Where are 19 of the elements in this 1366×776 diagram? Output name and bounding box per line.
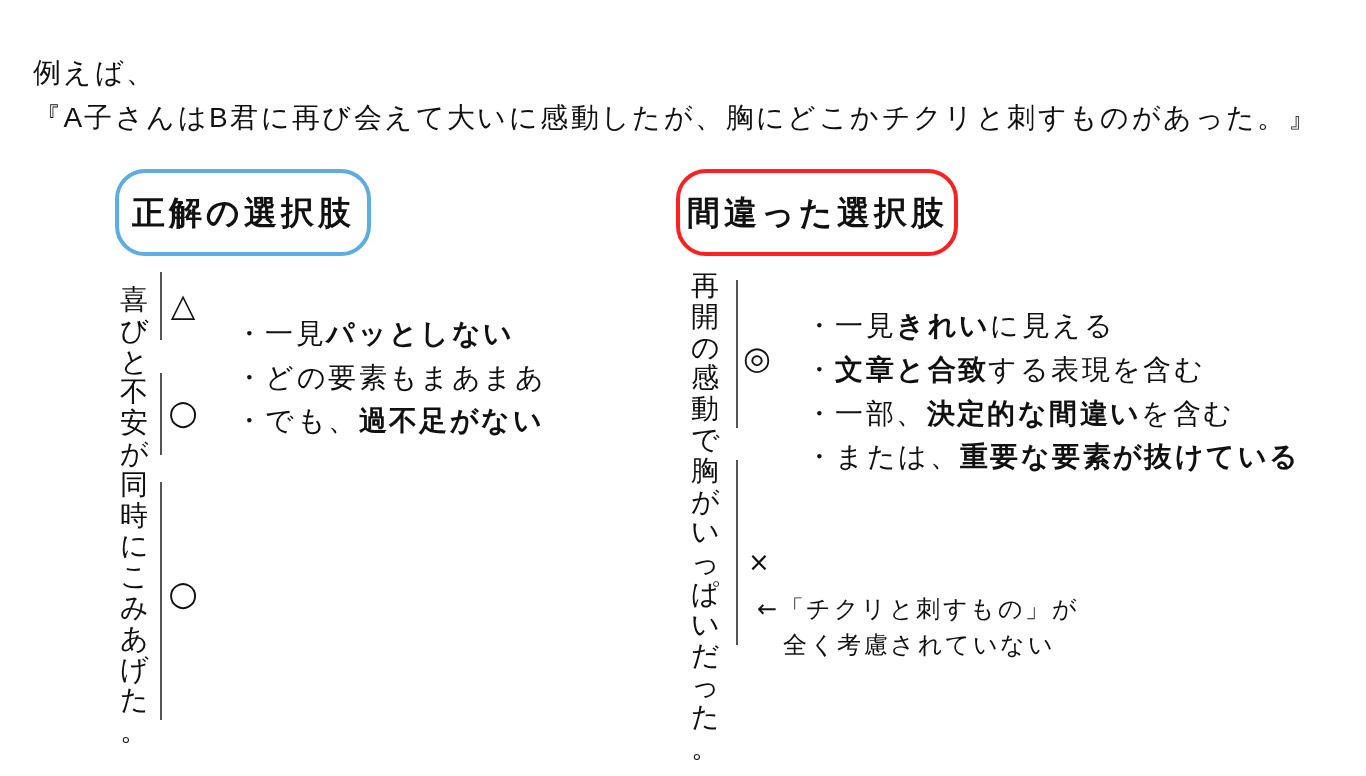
vertical-sentence: 喜びと不安が同時にこみあげた。 bbox=[120, 285, 148, 747]
bullet-point: ・一部、決定的な間違いを含む bbox=[805, 397, 1235, 431]
bullet-point: ・でも、過不足がない bbox=[235, 404, 544, 438]
wrong-option-heading: 間違った選択肢 bbox=[676, 169, 958, 256]
bullet-point: ・文章と合致する表現を含む bbox=[805, 353, 1206, 387]
correct-option-heading: 正解の選択肢 bbox=[115, 169, 371, 256]
bullet-point: ・または、重要な要素が抜けている bbox=[805, 440, 1301, 474]
rating-mark: △ bbox=[170, 289, 196, 321]
annotation-note: ←「チクリと刺すもの」が全く考慮されていない bbox=[757, 594, 1081, 661]
rating-mark: ○ bbox=[168, 576, 198, 610]
bullet-point: ・どの要素もまあまあ bbox=[235, 361, 546, 395]
quoted-sentence: 『A子さんはB君に再び会えて大いに感動したが、胸にどこかチクリと刺すものがあった。』 bbox=[33, 101, 1319, 135]
rating-mark: ○ bbox=[168, 395, 198, 429]
rating-mark: × bbox=[748, 549, 770, 575]
bullet-point: ・一見きれいに見える bbox=[805, 309, 1115, 343]
vertical-sentence: 再開の感動で胸がいっぱいだった。 bbox=[691, 271, 719, 764]
bullet-point: ・一見パッとしない bbox=[235, 317, 515, 351]
intro-text: 例えば、 bbox=[33, 56, 157, 90]
rating-mark: ◎ bbox=[743, 342, 771, 374]
